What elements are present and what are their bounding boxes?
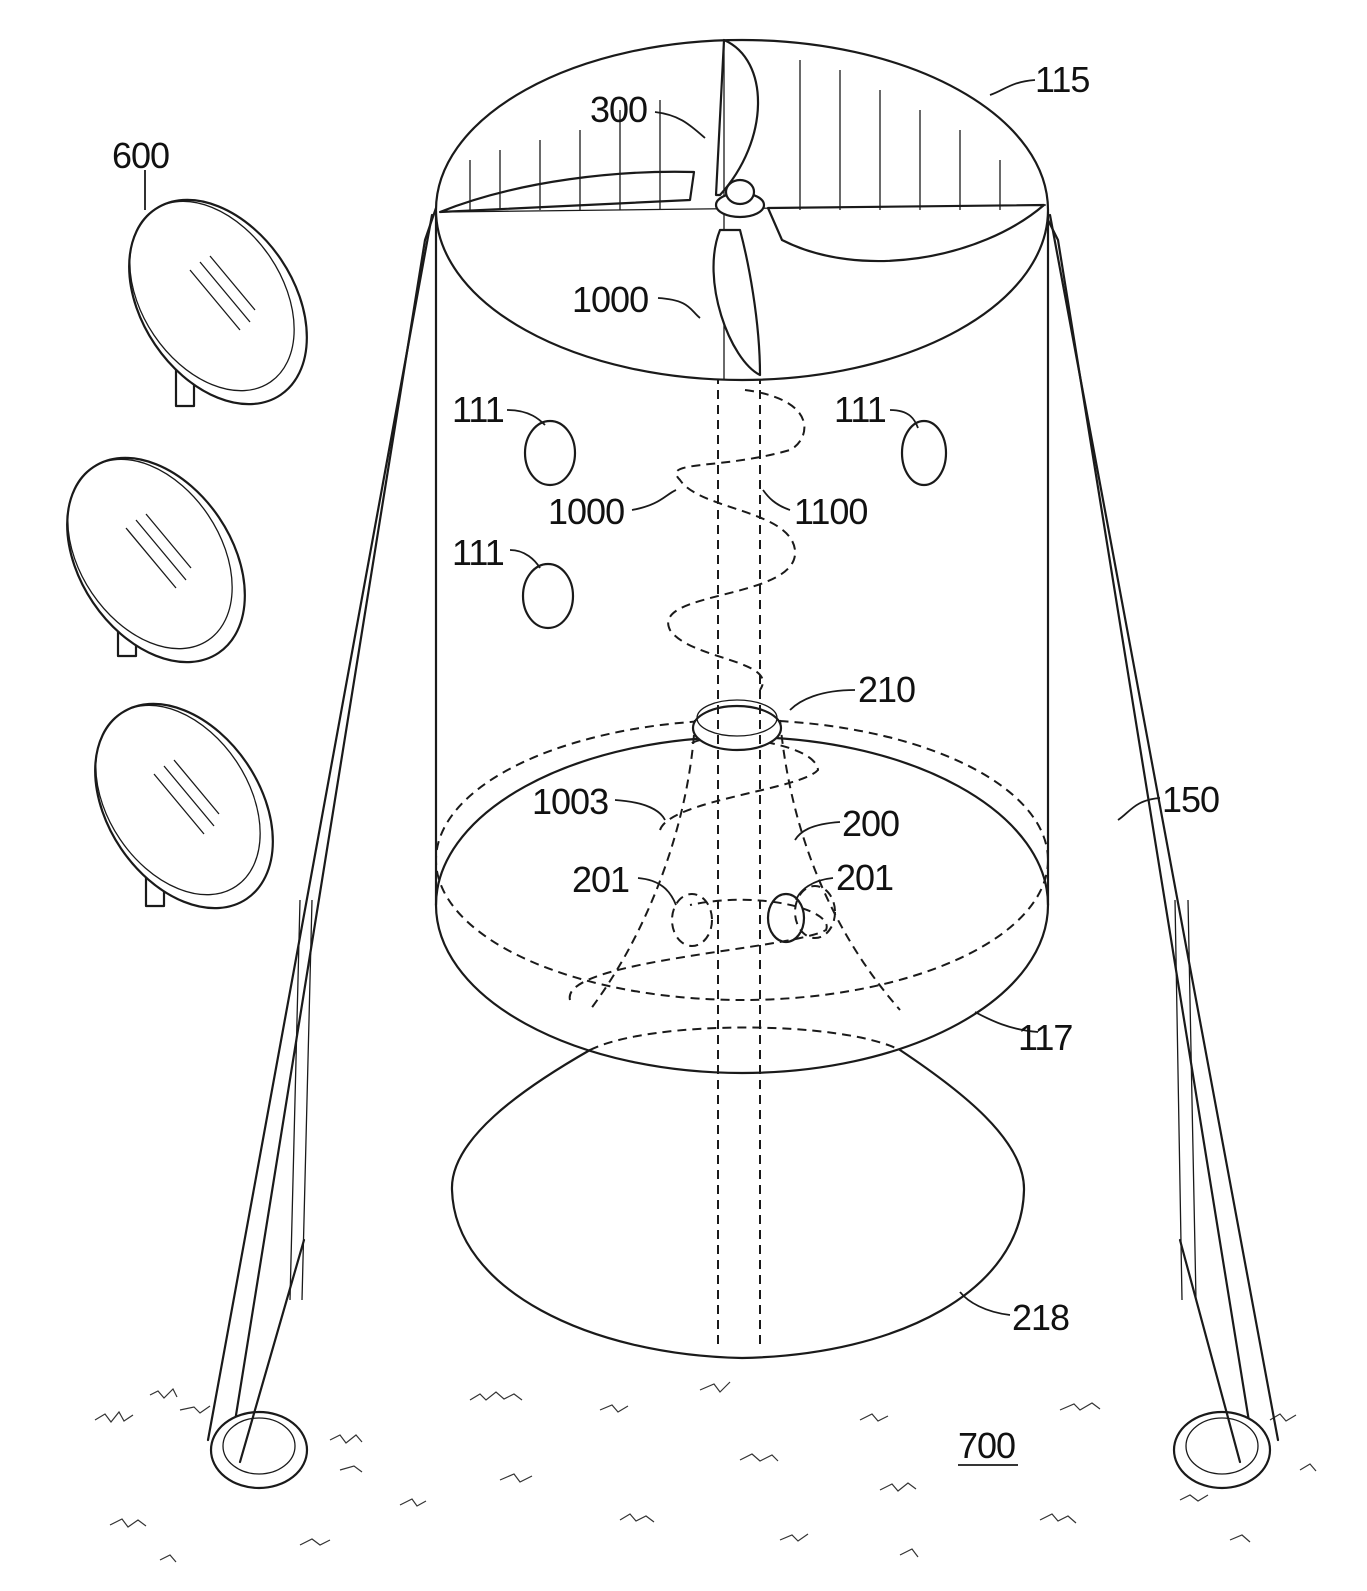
inner-cone — [436, 720, 1048, 1010]
label-300: 300 — [590, 89, 647, 130]
label-600: 600 — [112, 135, 169, 176]
solar-panel-middle — [30, 425, 281, 696]
shaft-collar — [693, 700, 781, 750]
label-117: 117 — [1018, 1017, 1072, 1058]
label-201-left: 201 — [572, 859, 629, 900]
label-200: 200 — [842, 803, 899, 844]
label-111-left-lower: 111 — [452, 532, 504, 573]
label-115: 115 — [1035, 59, 1089, 100]
label-700: 700 — [958, 1425, 1015, 1466]
label-1000-mid: 1000 — [548, 491, 624, 532]
solar-panel-top — [92, 167, 343, 438]
label-218: 218 — [1012, 1297, 1069, 1338]
label-201-right: 201 — [836, 857, 893, 898]
label-111-left-upper: 111 — [452, 389, 504, 430]
label-1003: 1003 — [532, 781, 608, 822]
top-rotor-assembly — [436, 40, 1048, 380]
label-1100: 1100 — [794, 491, 867, 532]
support-legs — [208, 208, 1278, 1488]
label-150: 150 — [1162, 779, 1219, 820]
label-111-right: 111 — [834, 389, 886, 430]
bottom-cone — [452, 1028, 1024, 1359]
solar-panel-bottom — [58, 671, 309, 942]
label-1000-upper: 1000 — [572, 279, 648, 320]
label-210: 210 — [858, 669, 915, 710]
central-shaft — [718, 240, 760, 1350]
